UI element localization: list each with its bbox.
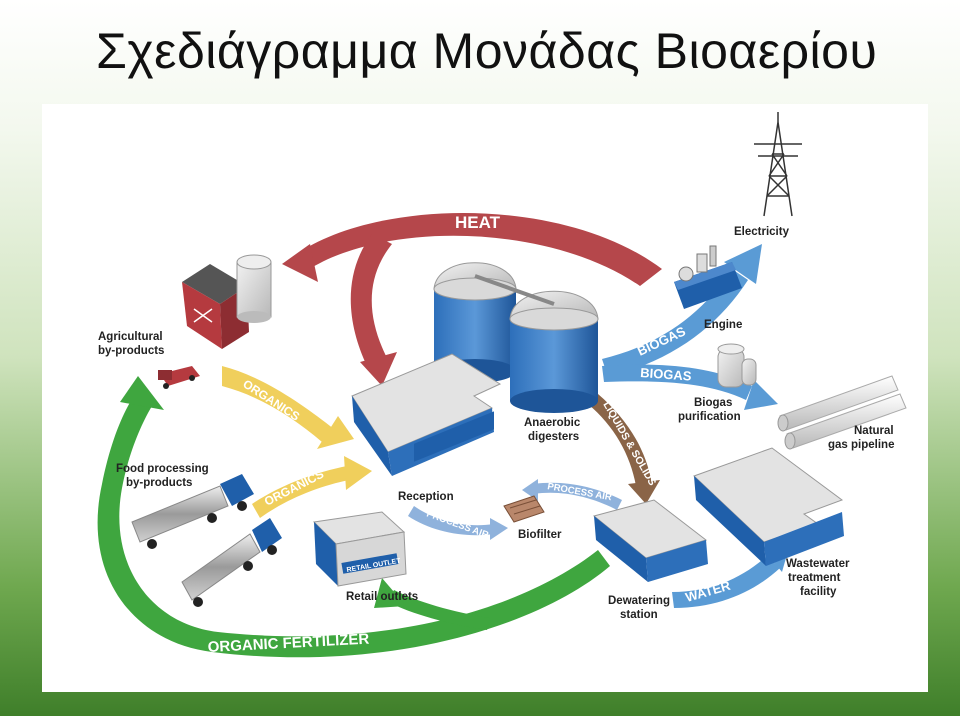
- electricity-pylon: [754, 112, 802, 217]
- pickup-truck: [158, 366, 200, 389]
- label-wastewater-3: facility: [800, 586, 837, 598]
- heat-label: HEAT: [455, 213, 501, 232]
- label-retail-outlets: Retail outlets: [346, 591, 418, 603]
- liquids-solids-label: LIQUIDS & SOLIDS: [600, 400, 658, 488]
- label-reception: Reception: [398, 491, 454, 503]
- label-wastewater-2: treatment: [788, 572, 841, 584]
- biogas-plant-diagram: HEAT ORGANICS ORGANICS BIOGAS BIOGAS LIQ…: [97, 112, 907, 658]
- label-food-2: by-products: [126, 477, 192, 489]
- tanker-truck-upper: [131, 474, 254, 549]
- label-biogas-purification-2: purification: [678, 411, 741, 423]
- biogas-purification-unit: [717, 343, 757, 388]
- organics-arrow-top: ORGANICS: [222, 366, 354, 449]
- label-natural-gas-2: gas pipeline: [828, 439, 894, 451]
- label-food-1: Food processing: [116, 463, 209, 475]
- tanker-truck-lower: [181, 518, 282, 607]
- biogas-label-purification: BIOGAS: [640, 365, 693, 384]
- label-wastewater-1: Wastewater: [786, 558, 850, 570]
- diagram-panel: HEAT ORGANICS ORGANICS BIOGAS BIOGAS LIQ…: [42, 104, 928, 692]
- label-anaerobic-1: Anaerobic: [524, 417, 581, 429]
- process-air-label-right: PROCESS AIR: [546, 481, 612, 503]
- label-anaerobic-2: digesters: [528, 431, 579, 443]
- label-biogas-purification-1: Biogas: [694, 397, 732, 409]
- label-natural-gas-1: Natural: [854, 425, 894, 437]
- slide-title: Σχεδιάγραμμα Μονάδας Βιοαερίου: [96, 23, 878, 79]
- label-agricultural-2: by-products: [98, 345, 164, 357]
- gas-pipeline: [777, 375, 907, 450]
- label-dewatering-1: Dewatering: [608, 595, 670, 607]
- process-air-arrow-left: PROCESS AIR: [408, 506, 508, 541]
- wastewater-building: [693, 447, 844, 566]
- engine-unit: [674, 245, 742, 309]
- label-electricity: Electricity: [734, 226, 790, 238]
- label-biofilter: Biofilter: [518, 529, 562, 541]
- organics-arrow-bottom: ORGANICS: [252, 456, 372, 518]
- anaerobic-digester-tanks: [433, 262, 599, 413]
- organic-fertilizer-arrow: ORGANIC FERTILIZER: [97, 376, 610, 658]
- biofilter: [503, 495, 545, 523]
- silo: [236, 254, 272, 323]
- label-agricultural-1: Agricultural: [98, 331, 163, 343]
- dewatering-station: [592, 499, 708, 582]
- heat-arrow: HEAT: [282, 212, 662, 386]
- biogas-arrow-purification: BIOGAS: [602, 364, 778, 410]
- liquids-solids-arrow: LIQUIDS & SOLIDS: [588, 394, 660, 504]
- retail-outlet-building: RETAIL OUTLET: [312, 511, 407, 587]
- label-dewatering-2: station: [620, 609, 658, 621]
- reception-building: [351, 353, 502, 476]
- label-engine: Engine: [704, 319, 742, 331]
